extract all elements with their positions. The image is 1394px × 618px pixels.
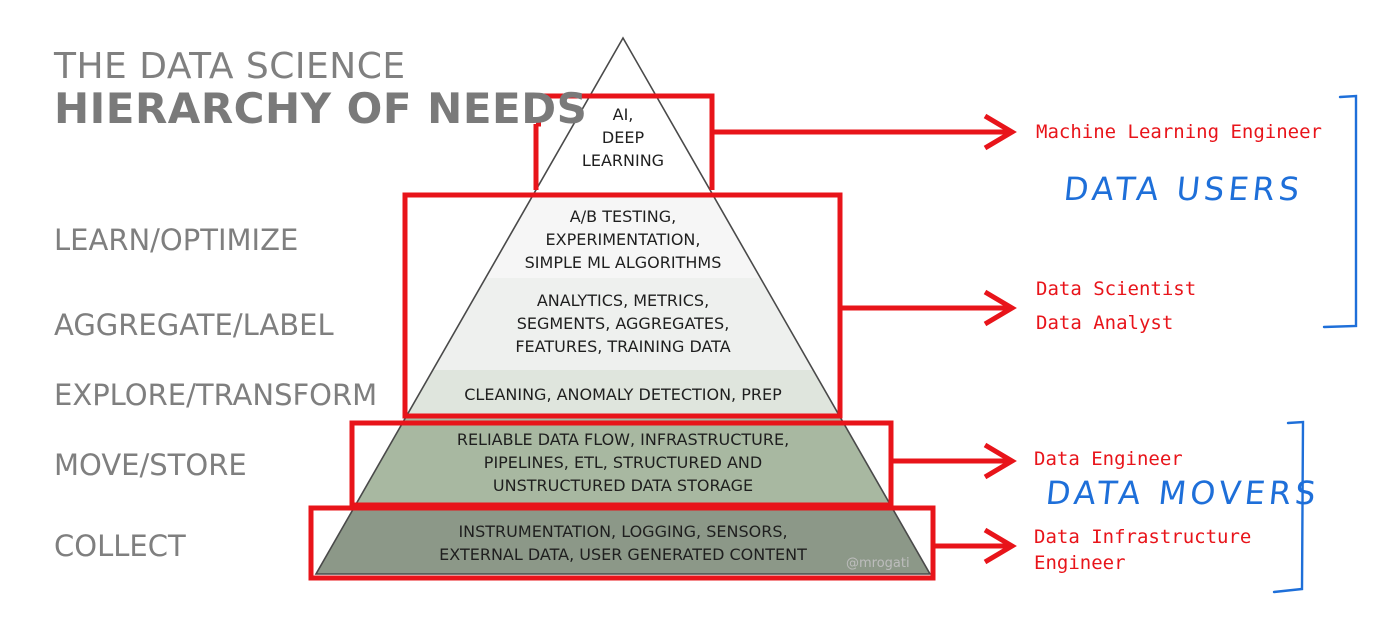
role-arrows bbox=[712, 113, 1017, 565]
tier-text-move: RELIABLE DATA FLOW, INFRASTRUCTURE, PIPE… bbox=[457, 428, 789, 497]
tier-line: SEGMENTS, AGGREGATES, bbox=[516, 314, 730, 333]
tier-aggregate-label bbox=[432, 278, 814, 370]
right-arrow-icon bbox=[933, 527, 1017, 565]
tier-text-learn: A/B TESTING, EXPERIMENTATION, SIMPLE ML … bbox=[525, 205, 722, 274]
tier-line: UNSTRUCTURED DATA STORAGE bbox=[492, 476, 754, 495]
tier-learn-optimize bbox=[485, 192, 761, 278]
role-ml-engineer: Machine Learning Engineer bbox=[1036, 119, 1322, 145]
right-bracket-icon bbox=[1272, 420, 1305, 594]
tier-line: SIMPLE ML ALGORITHMS bbox=[524, 253, 722, 272]
tier-line: RELIABLE DATA FLOW, INFRASTRUCTURE, bbox=[456, 430, 790, 449]
tier-line: EXPERIMENTATION, bbox=[545, 230, 701, 249]
role-line: Data Infrastructure bbox=[1034, 526, 1252, 548]
role-data-scientist-analyst: Data Scientist Data Analyst bbox=[1036, 272, 1196, 340]
tier-line: EXTERNAL DATA, USER GENERATED CONTENT bbox=[439, 545, 807, 564]
stage-label-explore-transform: EXPLORE/TRANSFORM bbox=[54, 378, 378, 412]
tier-line: INSTRUMENTATION, LOGGING, SENSORS, bbox=[458, 522, 788, 541]
tier-line: DEEP bbox=[601, 128, 645, 147]
role-line: Data Analyst bbox=[1036, 312, 1174, 334]
stage-label-aggregate-label: AGGREGATE/LABEL bbox=[54, 308, 334, 342]
tier-collect bbox=[316, 508, 930, 574]
highlight-box-ai bbox=[533, 93, 715, 190]
title-line-1: THE DATA SCIENCE bbox=[54, 46, 406, 87]
tier-ai bbox=[534, 38, 712, 192]
role-line: Data Scientist bbox=[1036, 278, 1197, 300]
tier-line: AI, bbox=[612, 105, 634, 124]
stage-label-move-store: MOVE/STORE bbox=[54, 448, 247, 482]
tier-move-store bbox=[353, 418, 893, 508]
role-line: Data Engineer bbox=[1034, 448, 1183, 470]
highlight-box-infrastructure bbox=[308, 505, 936, 581]
pyramid-outline bbox=[314, 36, 932, 575]
tier-text-collect: INSTRUMENTATION, LOGGING, SENSORS, EXTER… bbox=[439, 520, 807, 566]
right-arrow-icon bbox=[712, 113, 1017, 151]
tier-line: LEARNING bbox=[581, 151, 665, 170]
right-arrow-icon bbox=[840, 289, 1017, 327]
role-data-engineer: Data Engineer bbox=[1034, 446, 1183, 472]
group-label-data-movers: DATA MOVERS bbox=[1044, 474, 1322, 512]
pyramid-tiers bbox=[316, 38, 930, 574]
group-label-data-users: DATA USERS bbox=[1062, 170, 1306, 208]
tier-line: CLEANING, ANOMALY DETECTION, PREP bbox=[464, 385, 782, 404]
right-bracket-icon bbox=[1322, 94, 1358, 329]
group-brackets bbox=[1272, 94, 1358, 594]
tier-explore-transform bbox=[405, 370, 841, 418]
tier-text-ai: AI, DEEP LEARNING bbox=[582, 103, 664, 172]
tier-line: ANALYTICS, METRICS, bbox=[536, 291, 710, 310]
tier-line: FEATURES, TRAINING DATA bbox=[515, 337, 731, 356]
title-line-2: HIERARCHY OF NEEDS bbox=[54, 84, 588, 133]
tier-line: PIPELINES, ETL, STRUCTURED AND bbox=[483, 453, 763, 472]
role-data-infrastructure-engineer: Data Infrastructure Engineer bbox=[1034, 524, 1251, 576]
tier-line: A/B TESTING, bbox=[569, 207, 677, 226]
credit-watermark: @mrogati bbox=[846, 556, 910, 571]
role-line: Engineer bbox=[1034, 552, 1126, 574]
tier-text-aggregate: ANALYTICS, METRICS, SEGMENTS, AGGREGATES… bbox=[515, 289, 730, 358]
tier-text-explore: CLEANING, ANOMALY DETECTION, PREP bbox=[464, 383, 782, 406]
right-arrow-icon bbox=[891, 442, 1017, 480]
highlight-box-engineering bbox=[349, 420, 894, 508]
stage-label-collect: COLLECT bbox=[54, 529, 186, 563]
stage-label-learn-optimize: LEARN/OPTIMIZE bbox=[54, 223, 299, 257]
role-line: Machine Learning Engineer bbox=[1036, 121, 1322, 143]
